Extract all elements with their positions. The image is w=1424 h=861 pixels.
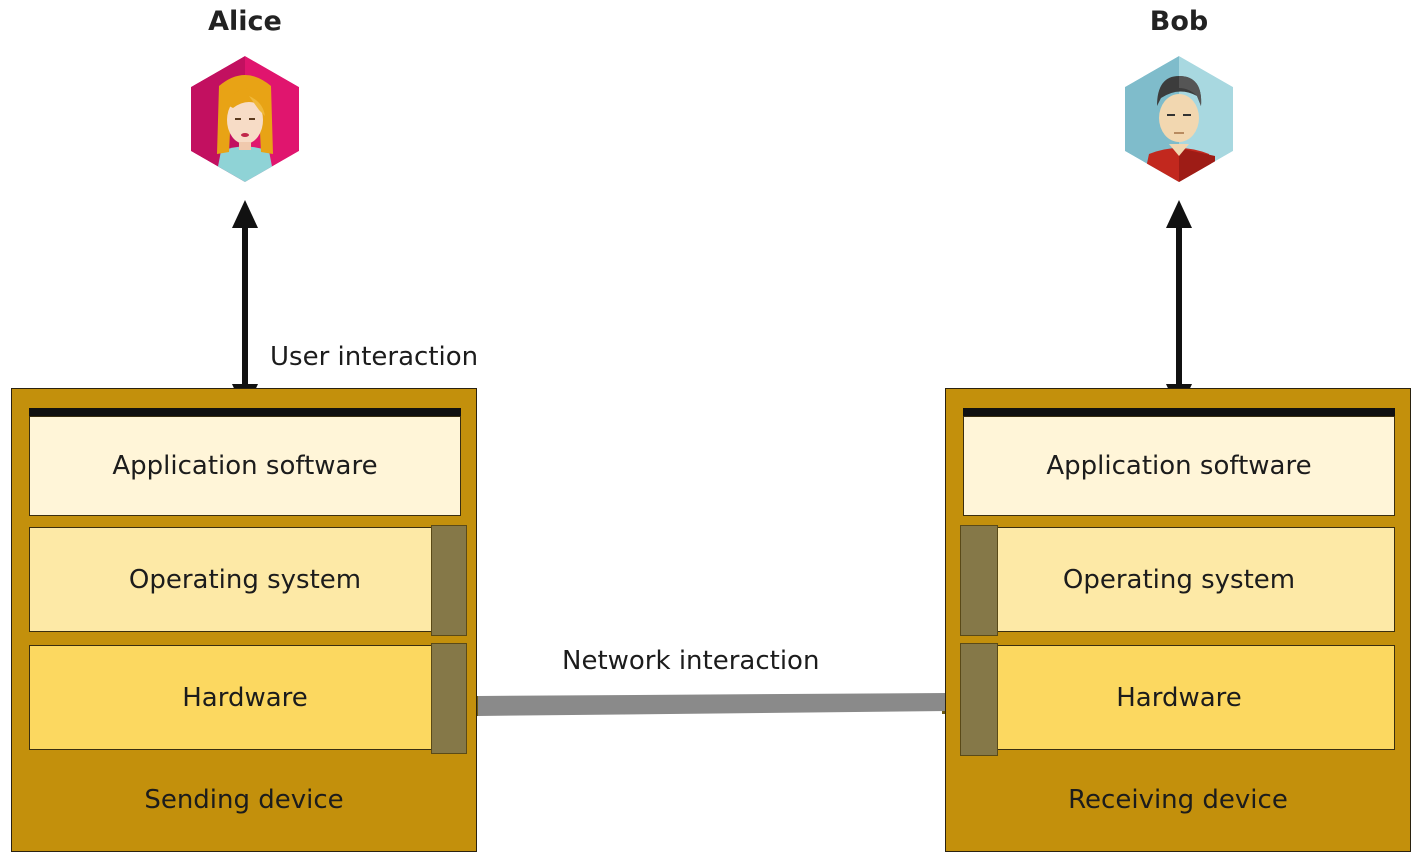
sending-hw-network-stack [431, 643, 467, 754]
app-top-bar [29, 408, 461, 417]
alice-avatar-icon [191, 56, 299, 182]
receiving-device: Application software Operating system Ha… [945, 388, 1411, 852]
sending-os-layer: Operating system [29, 527, 461, 632]
app-top-bar [963, 408, 1395, 417]
receiving-device-label: Receiving device [1068, 785, 1288, 815]
network-interaction-label: Network interaction [562, 646, 820, 676]
network-link [460, 693, 960, 716]
bob-user-interaction-arrow [1166, 200, 1192, 412]
receiving-os-network-stack [960, 525, 998, 636]
sending-os-network-stack [431, 525, 467, 636]
sending-device: Application software Operating system Ha… [11, 388, 477, 852]
receiving-os-layer: Operating system [963, 527, 1395, 632]
alice-name: Alice [208, 6, 282, 37]
receiving-application-layer: Application software [963, 416, 1395, 516]
sending-application-layer: Application software [29, 416, 461, 516]
receiving-hw-network-stack [960, 643, 998, 756]
receiving-hardware-layer: Hardware [963, 645, 1395, 750]
user-interaction-label: User interaction [270, 342, 479, 372]
alice-user-interaction-arrow [232, 200, 258, 412]
sending-hardware-layer: Hardware [29, 645, 461, 750]
bob-avatar-icon [1125, 56, 1233, 182]
bob-name: Bob [1149, 6, 1209, 37]
sending-device-label: Sending device [144, 785, 344, 815]
